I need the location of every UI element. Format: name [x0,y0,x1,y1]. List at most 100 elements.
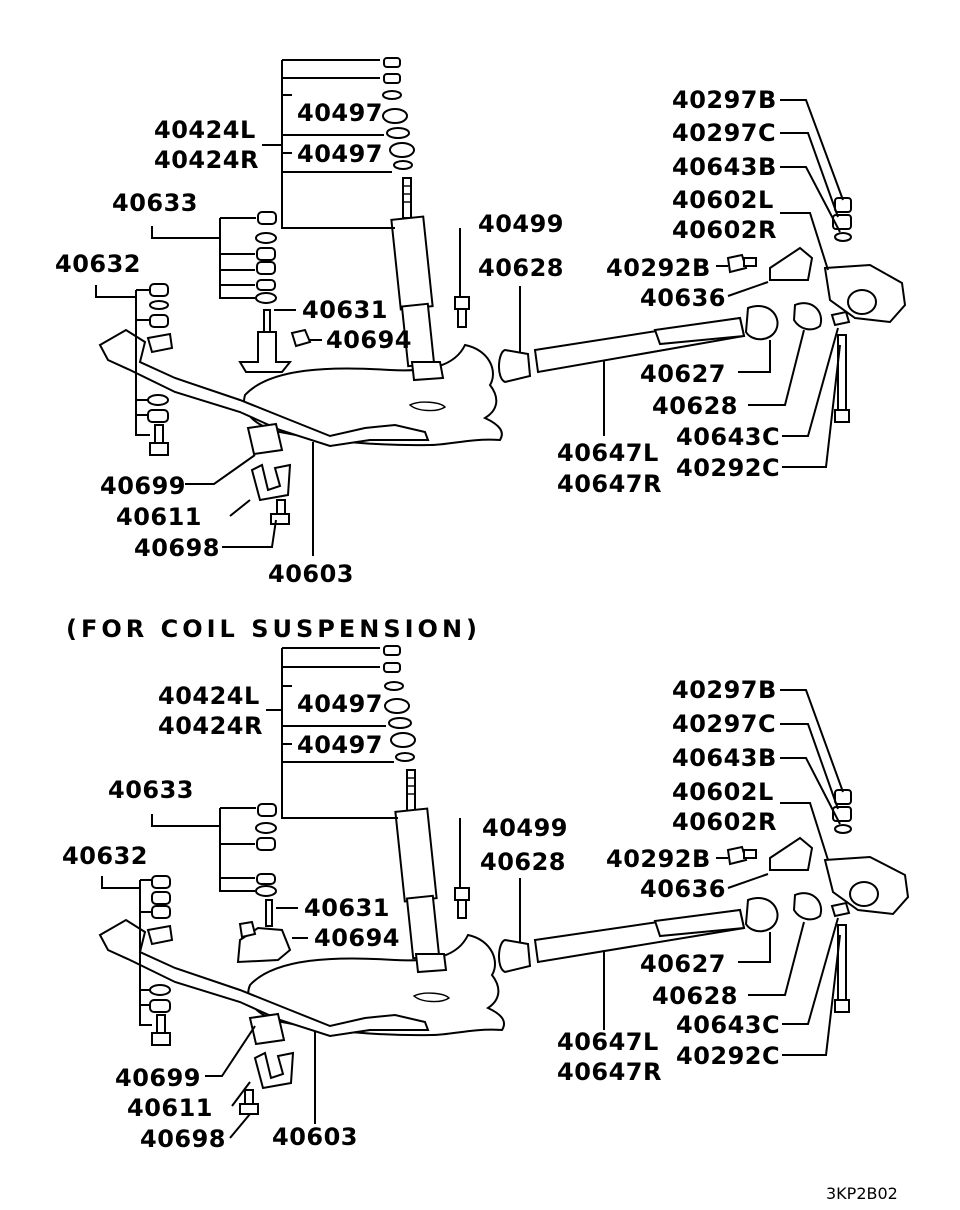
label-40499: 40499 [478,210,564,238]
label-40297C: 40297C [672,119,776,147]
stabilizer-bar-40603 [98,918,430,1038]
label-40699: 40699 [115,1064,201,1092]
nut-40297B [834,197,852,213]
label-40643C: 40643C [676,423,780,451]
label-40632: 40632 [55,250,141,278]
washer-40643C [830,310,851,327]
bolt-40292C [834,924,850,1013]
bracket-40636 [769,836,814,871]
washer-40643B [834,232,852,242]
label-40647L: 40647L [557,1028,659,1056]
label-40497-a: 40497 [297,99,383,127]
label-40611: 40611 [127,1094,213,1122]
bracket-40611 [253,1051,295,1090]
bushing-40699 [248,1012,286,1046]
bottom-assembly: 40424L 40424R 40497 40497 40633 40632 40… [62,645,910,1153]
bushing-40627 [744,897,779,933]
bushing-40699 [246,422,284,456]
label-40603: 40603 [272,1123,358,1151]
bolt-40499 [454,887,470,919]
label-40698: 40698 [140,1125,226,1153]
label-40424L: 40424L [154,116,256,144]
label-40297B: 40297B [672,86,777,114]
bolt-40698 [239,1089,259,1115]
label-40424R: 40424R [154,146,259,174]
washer-40643C [830,901,851,918]
label-40602L: 40602L [672,778,774,806]
bushing-40628-left [498,938,532,974]
label-40292C: 40292C [676,454,780,482]
diagram-code: 3KP2B02 [826,1184,898,1203]
stabilizer-bar-40603 [98,328,430,448]
bushing-stack-40633 [255,211,277,304]
washer-stack-upper [382,57,415,170]
label-40647R: 40647R [557,1058,662,1086]
label-40643B: 40643B [672,744,777,772]
label-40633: 40633 [112,189,198,217]
bolt-40698 [270,499,290,525]
label-40424R: 40424R [158,712,263,740]
top-assembly: 40424L 40424R 40497 40497 40633 40632 40… [55,57,907,588]
label-40497-a: 40497 [297,690,383,718]
bolt-40292C [834,334,850,423]
label-40628-a: 40628 [478,254,564,282]
label-40643B: 40643B [672,153,777,181]
bolt-40292B [726,253,757,274]
label-40699: 40699 [100,472,186,500]
bushing-40628-right [792,302,823,331]
label-40694: 40694 [314,924,400,952]
leader-lines-top [95,59,844,556]
label-40602R: 40602R [672,216,777,244]
label-40292C: 40292C [676,1042,780,1070]
label-40627: 40627 [640,360,726,388]
label-40297B: 40297B [672,676,777,704]
label-40628-b: 40628 [652,982,738,1010]
label-40636: 40636 [640,875,726,903]
bushing-40627 [744,305,779,341]
bracket-40631 [238,309,293,373]
label-40292B: 40292B [606,845,711,873]
bracket-40611 [250,463,292,502]
label-40647R: 40647R [557,470,662,498]
label-40602R: 40602R [672,808,777,836]
label-40499: 40499 [482,814,568,842]
label-40643C: 40643C [676,1011,780,1039]
link-stack-40632 [146,283,174,456]
nut-40694 [238,920,257,939]
label-40636: 40636 [640,284,726,312]
label-40633: 40633 [108,776,194,804]
bushing-stack-40633 [255,803,277,897]
bracket-40631 [236,899,292,964]
label-40297C: 40297C [672,710,776,738]
label-40497-b: 40497 [297,140,383,168]
label-40628-a: 40628 [480,848,566,876]
label-40632: 40632 [62,842,148,870]
label-40611: 40611 [116,503,202,531]
bracket-40636 [769,246,814,281]
bushing-40628-left [498,348,532,384]
section-caption: (FOR COIL SUSPENSION) [66,615,481,643]
label-40497-b: 40497 [297,731,383,759]
washer-stack-upper [383,645,416,762]
nut-40297B [834,789,852,805]
label-40627: 40627 [640,950,726,978]
label-40628-b: 40628 [652,392,738,420]
bolt-40499 [454,296,470,328]
label-40698: 40698 [134,534,220,562]
label-40424L: 40424L [158,682,260,710]
label-40631: 40631 [302,296,388,324]
label-40292B: 40292B [606,254,711,282]
label-40603: 40603 [268,560,354,588]
label-40602L: 40602L [672,186,774,214]
bushing-40628-right [792,892,823,921]
bolt-40292B [726,845,757,866]
leader-lines-bottom [101,647,844,1139]
shock-absorber [394,769,448,974]
label-40694: 40694 [326,326,412,354]
label-40647L: 40647L [557,439,659,467]
nut-40694 [290,328,312,348]
shock-absorber [390,177,445,382]
label-40631: 40631 [304,894,390,922]
washer-40643B [834,824,852,834]
